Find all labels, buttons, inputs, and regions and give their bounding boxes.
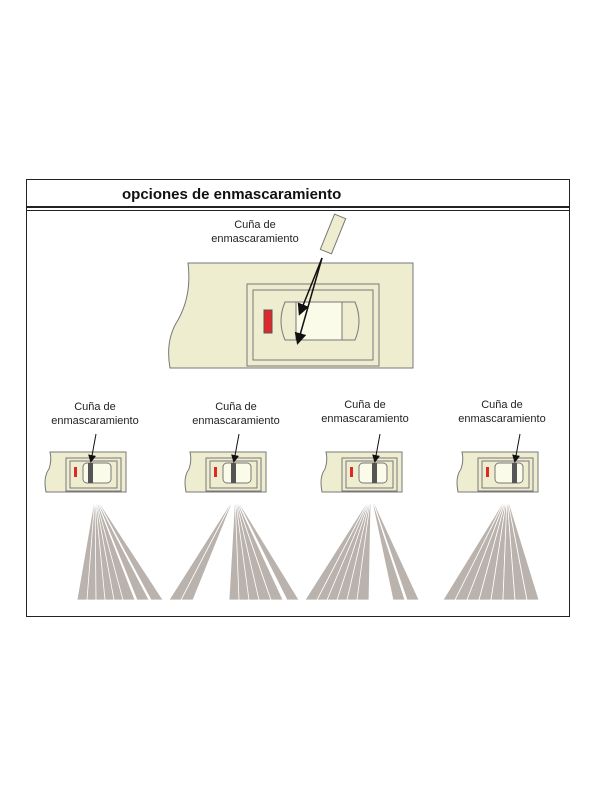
- title-divider-thin: [26, 210, 570, 211]
- title-divider: [26, 206, 570, 208]
- arrow: [88, 433, 97, 463]
- wedge-label-2: Cuña de enmascaramiento: [171, 400, 301, 428]
- indicator-led: [74, 467, 77, 477]
- masking-wedge: [88, 463, 93, 483]
- label-line: enmascaramiento: [458, 413, 546, 425]
- label-line: enmascaramiento: [51, 415, 139, 427]
- arrow: [297, 257, 323, 316]
- lens: [494, 462, 524, 484]
- label-line: enmascaramiento: [192, 415, 280, 427]
- label-line: enmascaramiento: [321, 413, 409, 425]
- detection-beam: [94, 495, 150, 601]
- indicator-led: [486, 467, 489, 477]
- detection-beam: [356, 495, 372, 601]
- label-line: Cuña de: [215, 401, 257, 413]
- indicator-led: [263, 309, 273, 334]
- label-line: Cuña de: [74, 401, 116, 413]
- arrow: [294, 257, 323, 345]
- masking-wedge: [512, 463, 517, 483]
- main-wedge-label: Cuña de enmascaramiento: [190, 218, 320, 246]
- indicator-led: [350, 467, 353, 477]
- masking-wedge: [231, 463, 236, 483]
- label-line: enmascaramiento: [211, 233, 299, 245]
- label-line: Cuña de: [344, 399, 386, 411]
- arrow: [231, 433, 240, 463]
- detection-beam: [234, 495, 300, 601]
- wedge-label-1: Cuña de enmascaramiento: [30, 400, 160, 428]
- detection-beam: [370, 495, 420, 601]
- arrow: [372, 433, 381, 463]
- detection-beam: [370, 495, 406, 601]
- detection-beam: [506, 495, 540, 601]
- lens: [82, 462, 112, 484]
- masking-wedge: [372, 463, 377, 483]
- detection-beam: [94, 495, 164, 601]
- lens: [222, 462, 252, 484]
- indicator-led: [214, 467, 217, 477]
- masking-wedge: [319, 213, 347, 255]
- diagram-frame: [26, 179, 570, 617]
- label-line: Cuña de: [234, 219, 276, 231]
- wedge-label-3: Cuña de enmascaramiento: [300, 398, 430, 426]
- detection-beam: [94, 495, 136, 601]
- detection-beam: [168, 495, 236, 601]
- detection-beam: [234, 495, 284, 601]
- arrow: [512, 433, 521, 463]
- wedge-label-4: Cuña de enmascaramiento: [437, 398, 567, 426]
- label-line: Cuña de: [481, 399, 523, 411]
- detection-beam: [180, 495, 236, 601]
- diagram-title: opciones de enmascaramiento: [122, 186, 342, 203]
